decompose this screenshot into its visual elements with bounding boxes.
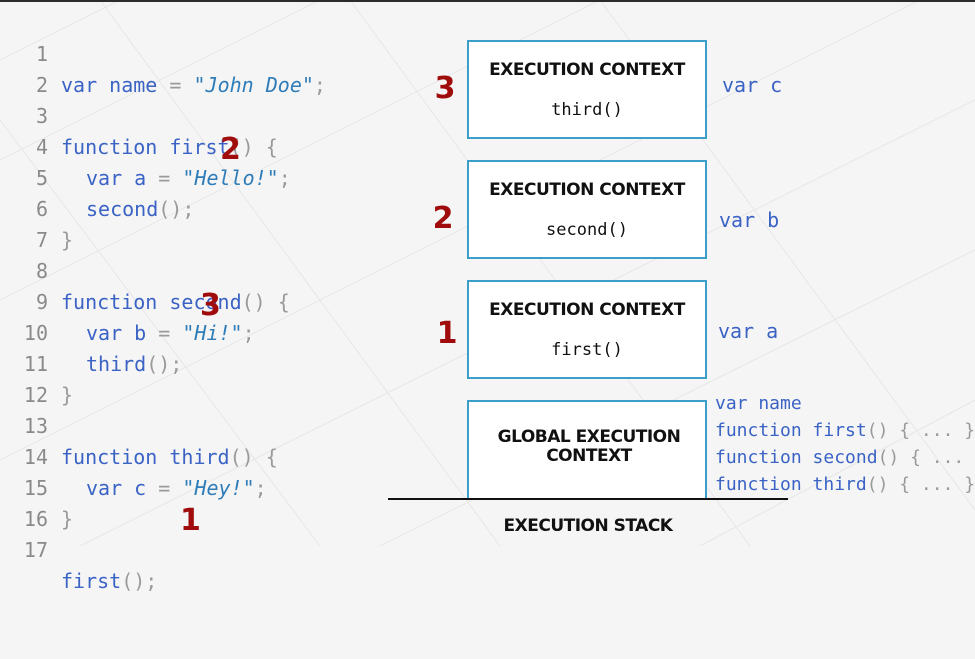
line-number: 13 <box>23 414 48 438</box>
code-text: var b = "Hi!"; <box>86 321 255 345</box>
context-variable: var b <box>719 208 780 232</box>
code-line: 8 function second() { <box>0 225 380 314</box>
code-text: } <box>61 383 74 407</box>
code-line: 6 } <box>0 163 380 252</box>
line-number: 17 <box>23 538 48 562</box>
code-line: 9 var b = "Hi!"; <box>0 256 380 345</box>
code-line: 13 function third() { <box>0 380 380 469</box>
line-number: 7 <box>35 228 48 252</box>
code-text: third(); <box>86 352 183 376</box>
code-text: var name = "John Doe"; <box>61 73 326 97</box>
code-line: 14 var c = "Hey!"; <box>0 411 380 500</box>
line-number: 8 <box>35 259 48 283</box>
code-text: var c = "Hey!"; <box>86 476 267 500</box>
code-line: 12 <box>0 349 380 407</box>
code-text: var a = "Hello!"; <box>86 166 291 190</box>
execution-context-first: EXECUTION CONTEXT first() <box>467 280 707 379</box>
context-title: EXECUTION CONTEXT <box>489 180 685 200</box>
execution-stack-label: EXECUTION STACK <box>503 516 673 536</box>
line-number: 3 <box>35 104 48 128</box>
code-text: function third() { <box>61 445 278 469</box>
context-function: second() <box>546 220 628 240</box>
global-function: function second() { ... } <box>715 447 965 468</box>
line-number: 1 <box>35 42 48 66</box>
global-variable: var name <box>715 393 802 414</box>
code-line: 15 } <box>0 442 380 531</box>
code-line: 3 function first() { <box>0 70 380 159</box>
context-variable: var c <box>722 73 783 97</box>
top-border <box>0 0 975 2</box>
code-line: 1 var name = "John Doe"; <box>0 8 380 97</box>
context-number: 3 <box>434 71 456 106</box>
code-line: 7 <box>0 194 380 252</box>
line-number: 4 <box>35 135 48 159</box>
stack-baseline <box>388 498 788 500</box>
execution-context-second: EXECUTION CONTEXT second() <box>467 160 707 259</box>
global-context-title: GLOBAL EXECUTION CONTEXT <box>497 427 681 466</box>
global-function: function first() { ... } <box>715 420 975 441</box>
line-number: 9 <box>35 290 48 314</box>
code-line: 5 second(); 2 <box>0 132 380 221</box>
line-number: 2 <box>35 73 48 97</box>
global-execution-context: GLOBAL EXECUTION CONTEXT <box>467 400 707 500</box>
code-text: second(); <box>86 197 195 221</box>
code-line: 16 <box>0 473 380 531</box>
line-number: 14 <box>23 445 48 469</box>
line-number: 12 <box>23 383 48 407</box>
context-function: third() <box>551 100 623 120</box>
code-line: 11 } <box>0 318 380 407</box>
code-line: 17 first(); 1 <box>0 503 380 593</box>
line-number: 6 <box>35 197 48 221</box>
line-number: 11 <box>23 352 48 376</box>
code-text: function second() { <box>61 290 290 314</box>
line-number: 16 <box>23 507 48 531</box>
code-line: 10 third(); 3 <box>0 287 380 376</box>
execution-context-third: EXECUTION CONTEXT third() <box>467 40 707 139</box>
call-order-badge: 2 <box>220 132 241 167</box>
code-line: 4 var a = "Hello!"; <box>0 101 380 190</box>
line-number: 5 <box>35 166 48 190</box>
context-function: first() <box>551 340 623 360</box>
code-line: 2 <box>0 39 380 97</box>
code-text: function first() { <box>61 135 278 159</box>
code-text: } <box>61 507 74 531</box>
context-number: 1 <box>436 316 458 351</box>
code-text: first(); <box>61 569 158 593</box>
global-function: function third() { ... } <box>715 474 975 495</box>
context-variable: var a <box>718 319 779 343</box>
line-number: 15 <box>23 476 48 500</box>
context-number: 2 <box>432 201 454 236</box>
line-number: 10 <box>23 321 48 345</box>
call-order-badge: 3 <box>200 288 221 323</box>
context-title: EXECUTION CONTEXT <box>489 60 685 80</box>
call-order-badge: 1 <box>180 503 201 538</box>
code-text: } <box>61 228 74 252</box>
context-title: EXECUTION CONTEXT <box>489 300 685 320</box>
